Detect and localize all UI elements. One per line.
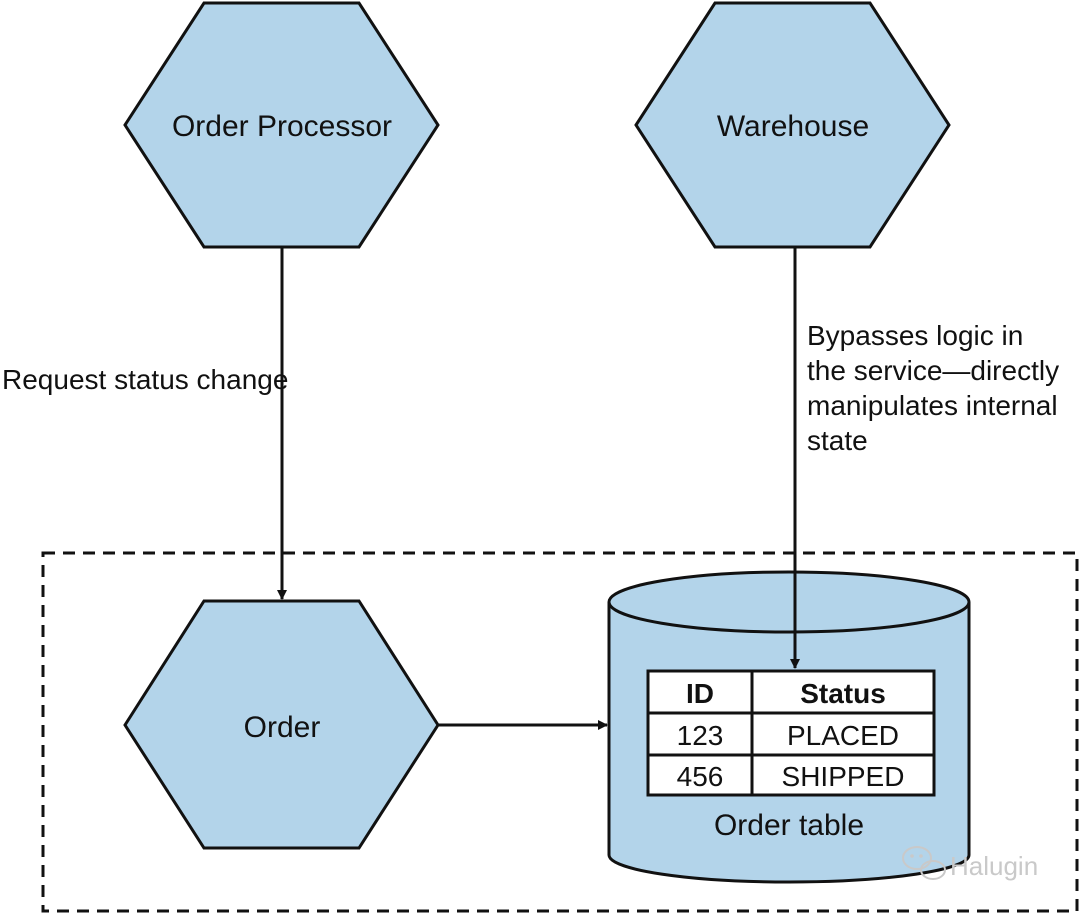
warehouse-label: Warehouse <box>717 110 869 143</box>
bypass-annotation: Bypasses logic in the service—directly m… <box>807 320 1059 456</box>
order-node: Order <box>123 599 440 850</box>
table-header-id: ID <box>686 678 714 709</box>
warehouse-node: Warehouse <box>634 1 951 249</box>
warehouse-hexagon <box>634 1 951 249</box>
chat-bubble-icon <box>902 846 946 880</box>
table-frame <box>646 669 936 797</box>
order-label: Order <box>244 711 321 744</box>
table-header-status: Status <box>800 678 886 709</box>
bypass-annotation-line: manipulates internal <box>807 390 1058 421</box>
bypass-annotation-line: the service—directly <box>807 355 1059 386</box>
table-cell-status: PLACED <box>787 720 899 751</box>
status-table: ID Status 123 PLACED 456 SHIPPED <box>646 669 936 797</box>
order-processor-node: Order Processor <box>123 1 440 249</box>
order-processor-hexagon <box>123 1 440 249</box>
request-status-change-label: Request status change <box>2 364 288 395</box>
bypass-annotation-line: Bypasses logic in <box>807 320 1023 351</box>
table-cell-status: SHIPPED <box>782 761 905 792</box>
order-processor-label: Order Processor <box>172 110 392 143</box>
order-table-label: Order table <box>714 809 864 842</box>
table-cell-id: 456 <box>677 761 724 792</box>
watermark: Halugin <box>902 846 1038 881</box>
cylinder-top <box>607 570 971 634</box>
bypass-annotation-line: state <box>807 425 868 456</box>
watermark-text: Halugin <box>950 851 1038 881</box>
service-boundary <box>41 551 1079 913</box>
table-cell-id: 123 <box>677 720 724 751</box>
